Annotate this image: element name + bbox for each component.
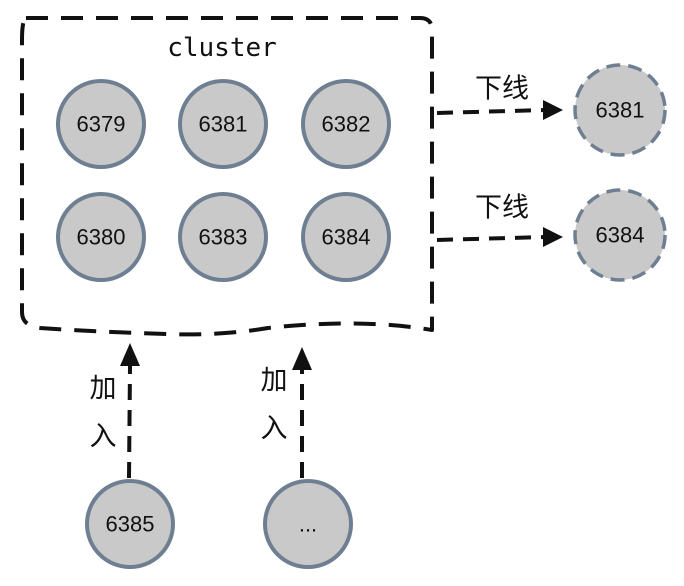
- offline-arrow: [436, 227, 563, 247]
- node-label: 6385: [106, 512, 155, 537]
- cluster-node: 6379: [56, 79, 146, 169]
- cluster-node: 6380: [56, 192, 146, 282]
- offline-label: 下线: [475, 193, 529, 224]
- cluster-node: 6383: [178, 192, 268, 282]
- join-label-char: 入: [261, 414, 288, 445]
- cluster-boundary: [20, 16, 434, 337]
- cluster-node: 6384: [301, 192, 391, 282]
- joining-node: ...: [263, 479, 353, 569]
- join-label-char: 加: [261, 366, 288, 397]
- join-arrow: [292, 347, 312, 478]
- offline-arrow: [436, 100, 563, 120]
- cluster-title: cluster: [167, 33, 277, 63]
- offline-node: 6381: [573, 63, 667, 157]
- node-label: 6381: [199, 112, 248, 137]
- node-label: 6384: [596, 223, 645, 248]
- node-label: ...: [299, 512, 317, 537]
- cluster-node: 6382: [301, 79, 391, 169]
- join-label-char: 入: [90, 422, 117, 453]
- cluster-node: 6381: [178, 79, 268, 169]
- offline-node: 6384: [573, 188, 667, 282]
- node-label: 6382: [322, 112, 371, 137]
- node-label: 6380: [77, 225, 126, 250]
- node-label: 6384: [322, 225, 371, 250]
- node-label: 6379: [77, 112, 126, 137]
- node-label: 6383: [199, 225, 248, 250]
- node-label: 6381: [596, 98, 645, 123]
- joining-node: 6385: [85, 479, 175, 569]
- join-label-char: 加: [90, 374, 117, 405]
- join-arrow: [120, 343, 140, 479]
- offline-label: 下线: [475, 74, 529, 105]
